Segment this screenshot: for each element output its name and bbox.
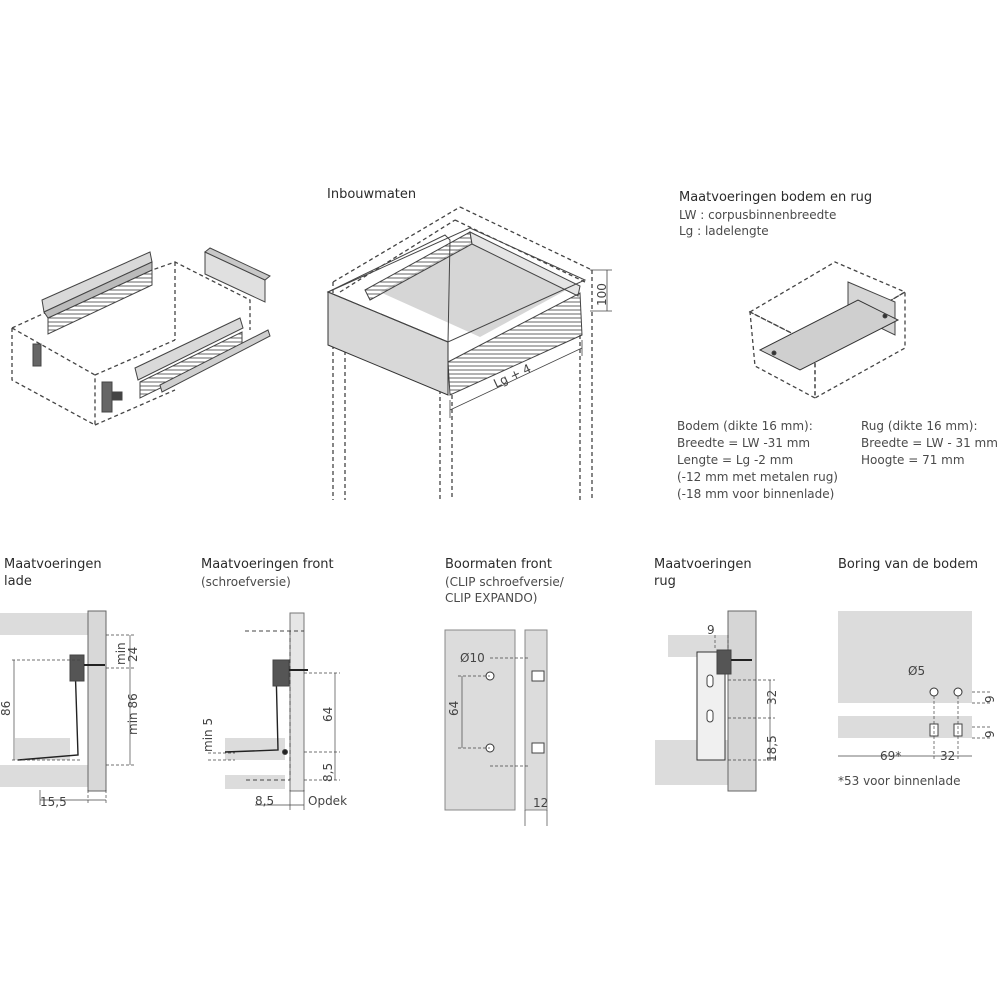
front-subtitle: (schroefversie) — [201, 575, 291, 589]
rug-line-2: Breedte = LW - 31 mm — [861, 436, 998, 450]
front-title: Maatvoeringen front — [201, 557, 334, 572]
drawer-box — [326, 227, 587, 396]
lade-title-1: Maatvoeringen — [4, 557, 102, 572]
front-dim-85b: 8,5 — [255, 794, 274, 808]
boring-detail: Ø5 9 9 69* 32 — [838, 611, 997, 763]
rug-detail: 9 32 18,5 — [655, 610, 779, 792]
boring-dim-9b: 9 — [983, 730, 997, 738]
front-dim-opdek: Opdek — [308, 794, 347, 808]
front-dim-85a: 8,5 — [321, 763, 335, 782]
boormaten-title: Boormaten front — [445, 557, 552, 572]
inbouwmaten-title: Inbouwmaten — [327, 187, 417, 202]
lade-dim-86: 86 — [0, 701, 13, 716]
dim-height-100: 100 — [595, 283, 609, 306]
boring-dim-d5: Ø5 — [908, 664, 925, 678]
boring-title: Boring van de bodem — [838, 557, 978, 572]
rug-title-1: Maatvoeringen — [654, 557, 752, 572]
boormaten-subtitle-1: (CLIP schroefversie/ — [445, 575, 564, 589]
bodem-line-4: (-12 mm met metalen rug) — [677, 470, 838, 484]
boring-note: *53 voor binnenlade — [838, 774, 961, 788]
boor-dim-12: 12 — [533, 796, 548, 810]
boormaten-subtitle-2: CLIP EXPANDO) — [445, 591, 538, 605]
front-dim-min5: min 5 — [201, 718, 215, 752]
boormaten-detail: Ø10 64 12 — [444, 629, 548, 826]
lade-title-2: lade — [4, 574, 32, 589]
bodem-line-1: Bodem (dikte 16 mm): — [677, 419, 813, 433]
rug-dim-9: 9 — [707, 623, 715, 637]
bodem-line-5: (-18 mm voor binnenlade) — [677, 487, 835, 501]
bodem-rug-title: Maatvoeringen bodem en rug — [679, 190, 873, 205]
boring-dim-9a: 9 — [983, 695, 997, 703]
lade-dim-min86: min 86 — [126, 693, 140, 735]
bodem-panel — [758, 299, 900, 371]
lade-dim-24: 24 — [126, 647, 140, 662]
boor-dim-d10: Ø10 — [460, 651, 485, 665]
bodem-line-3: Lengte = Lg -2 mm — [677, 453, 794, 467]
bodem-rug-drawing — [748, 261, 907, 400]
boring-dim-32: 32 — [940, 749, 955, 763]
left-drawer-side — [41, 251, 153, 335]
legend-lw: LW : corpusbinnenbreedte — [679, 208, 837, 222]
lade-detail: 86 min 24 min 86 15,5 — [0, 610, 140, 809]
right-drawer-side — [134, 317, 271, 399]
rug-line-1: Rug (dikte 16 mm): — [861, 419, 978, 433]
front-dim-64: 64 — [321, 707, 335, 722]
lade-dim-min: min — [114, 642, 128, 665]
dimension-lines — [449, 269, 612, 418]
boring-dim-69: 69* — [880, 749, 901, 763]
rug-dim-185: 18,5 — [765, 735, 779, 762]
bodem-line-2: Breedte = LW -31 mm — [677, 436, 811, 450]
rug-line-3: Hoogte = 71 mm — [861, 453, 965, 467]
legend-lg: Lg : ladelengte — [679, 224, 769, 238]
back-panel — [204, 247, 271, 303]
rug-title-2: rug — [654, 574, 676, 589]
rug-dim-32: 32 — [765, 690, 779, 705]
inbouwmaten-drawing: 100 Lg + 4 — [326, 206, 612, 500]
lade-dim-155: 15,5 — [40, 795, 67, 809]
exploded-drawer-view — [11, 247, 271, 427]
boor-dim-64: 64 — [447, 701, 461, 716]
front-detail: 64 8,5 min 5 8,5 Opdek — [201, 612, 347, 810]
front-fittings — [32, 343, 123, 413]
